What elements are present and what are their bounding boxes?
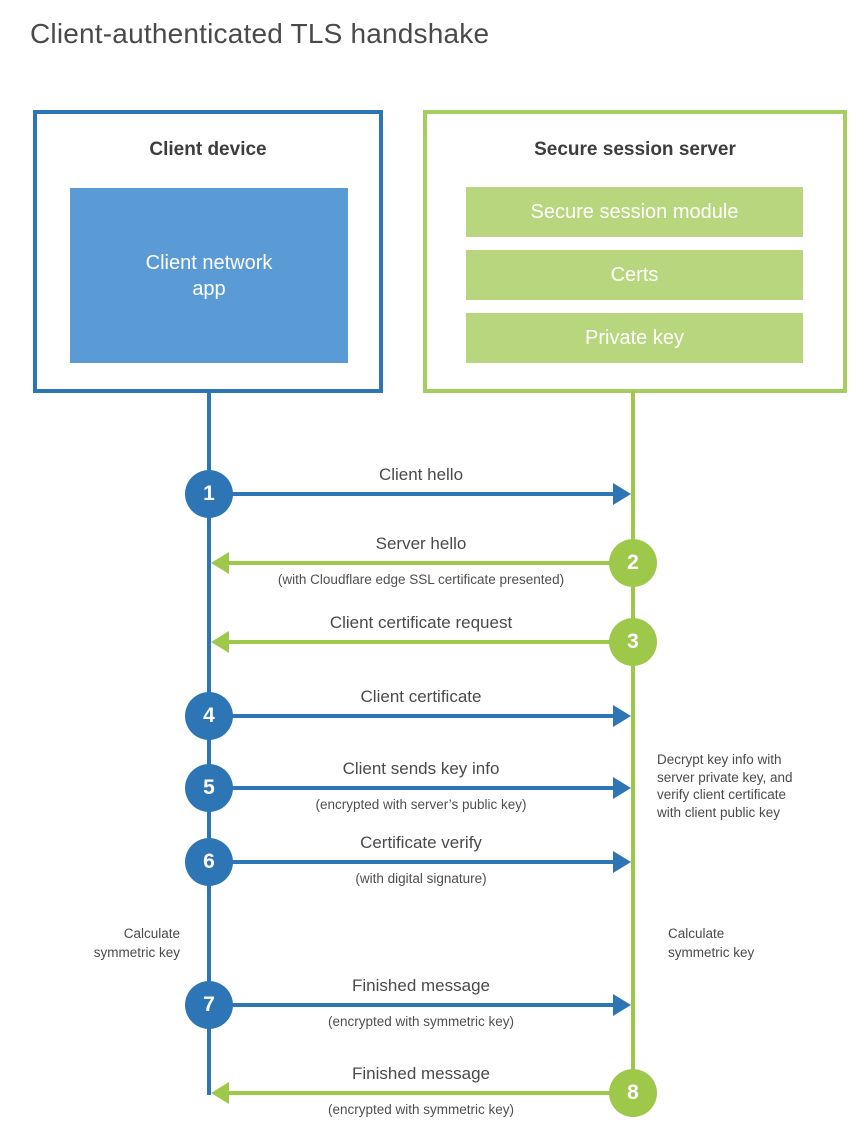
server-module-certs: Certs	[466, 250, 803, 300]
page-title: Client-authenticated TLS handshake	[30, 18, 490, 49]
step-7-arrow-line	[209, 1003, 613, 1007]
step-1-number-badge: 1	[185, 470, 233, 518]
step-8-arrowhead-left-icon	[211, 1082, 229, 1104]
step-6-label: Certificate verify	[360, 833, 482, 852]
step-5-arrow-line	[209, 786, 613, 790]
step-8-number-badge: 8	[609, 1069, 657, 1117]
client-device-title: Client device	[149, 139, 267, 160]
step-7-arrowhead-right-icon	[613, 994, 631, 1016]
step-3-label: Client certificate request	[329, 613, 513, 632]
step-8-label: Finished message	[352, 1064, 490, 1083]
server-module-secure-session-module: Secure session module	[466, 187, 803, 237]
client-network-app-label: Client network app	[145, 251, 273, 300]
server-module-private-key: Private key	[466, 313, 803, 363]
step-4-number-badge: 4	[185, 692, 233, 740]
step-7-sublabel: (encrypted with symmetric key)	[327, 1014, 515, 1029]
step-2-sublabel: (with Cloudflare edge SSL certificate pr…	[277, 572, 565, 587]
secure-session-server-box: Secure session server Secure session mod…	[423, 110, 847, 393]
step-1-arrow-line	[209, 492, 613, 496]
step-1-arrowhead-right-icon	[613, 483, 631, 505]
step-5-label: Client sends key info	[342, 759, 500, 778]
step-7-label: Finished message	[352, 976, 490, 995]
step-5-number-badge: 5	[185, 764, 233, 812]
step-2-number-badge: 2	[609, 539, 657, 587]
step-8-sublabel: (encrypted with symmetric key)	[327, 1102, 515, 1117]
client-network-app-box: Client network app	[70, 188, 348, 363]
step-3-arrow-line	[227, 640, 631, 644]
step-5-arrowhead-right-icon	[613, 777, 631, 799]
step-6-sublabel: (with digital signature)	[355, 871, 487, 886]
client-device-box: Client device Client network app	[33, 110, 383, 393]
step-6-number-badge: 6	[185, 838, 233, 886]
step-4-arrowhead-right-icon	[613, 705, 631, 727]
step-2-arrow-line	[227, 561, 631, 565]
step-7-number-badge: 7	[185, 981, 233, 1029]
step-6-arrow-line	[209, 860, 613, 864]
server-lifeline	[631, 391, 635, 1117]
step-5-sublabel: (encrypted with server’s public key)	[315, 797, 527, 812]
decrypt-key-info-note: Decrypt key info with server private key…	[657, 752, 793, 820]
step-8-arrow-line	[227, 1091, 631, 1095]
calculate-symmetric-key-server-note: Calculate symmetric key	[668, 926, 755, 960]
step-6-arrowhead-right-icon	[613, 851, 631, 873]
step-2-arrowhead-left-icon	[211, 552, 229, 574]
secure-session-server-title: Secure session server	[534, 139, 736, 160]
client-lifeline	[207, 391, 211, 1095]
step-3-number-badge: 3	[609, 618, 657, 666]
calculate-symmetric-key-client-note: Calculate symmetric key	[93, 926, 180, 960]
step-2-label: Server hello	[375, 534, 467, 553]
step-1-label: Client hello	[378, 465, 464, 484]
step-4-label: Client certificate	[360, 687, 482, 706]
step-3-arrowhead-left-icon	[211, 631, 229, 653]
step-4-arrow-line	[209, 714, 613, 718]
